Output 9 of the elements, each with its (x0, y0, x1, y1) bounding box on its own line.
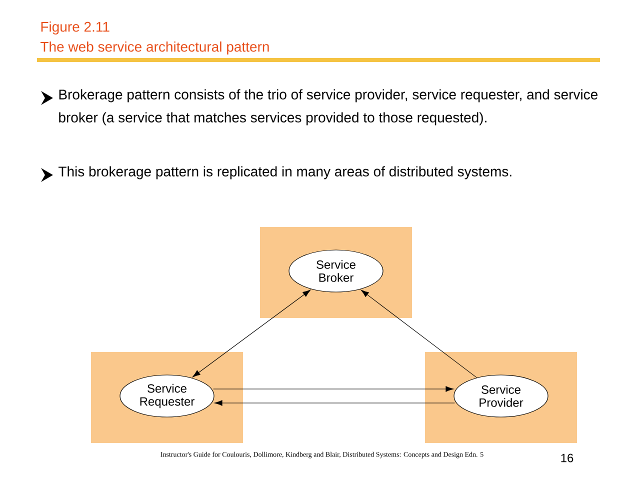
figure-number: Figure 2.11 (41, 21, 110, 35)
page-number: 16 (561, 454, 574, 462)
bullet-text: This brokerage pattern is replicated in many areas of distributed systems. (58, 166, 512, 180)
arrow (213, 386, 454, 392)
arrow (214, 400, 455, 406)
heading: The web service architectural pattern (40, 41, 269, 55)
arrow (192, 290, 311, 378)
arrow (360, 290, 478, 378)
bullet-text: Brokerage pattern consists of the trio of service provider, service requester, and service broker (a service that matches services provided to those requested). (59, 89, 598, 126)
